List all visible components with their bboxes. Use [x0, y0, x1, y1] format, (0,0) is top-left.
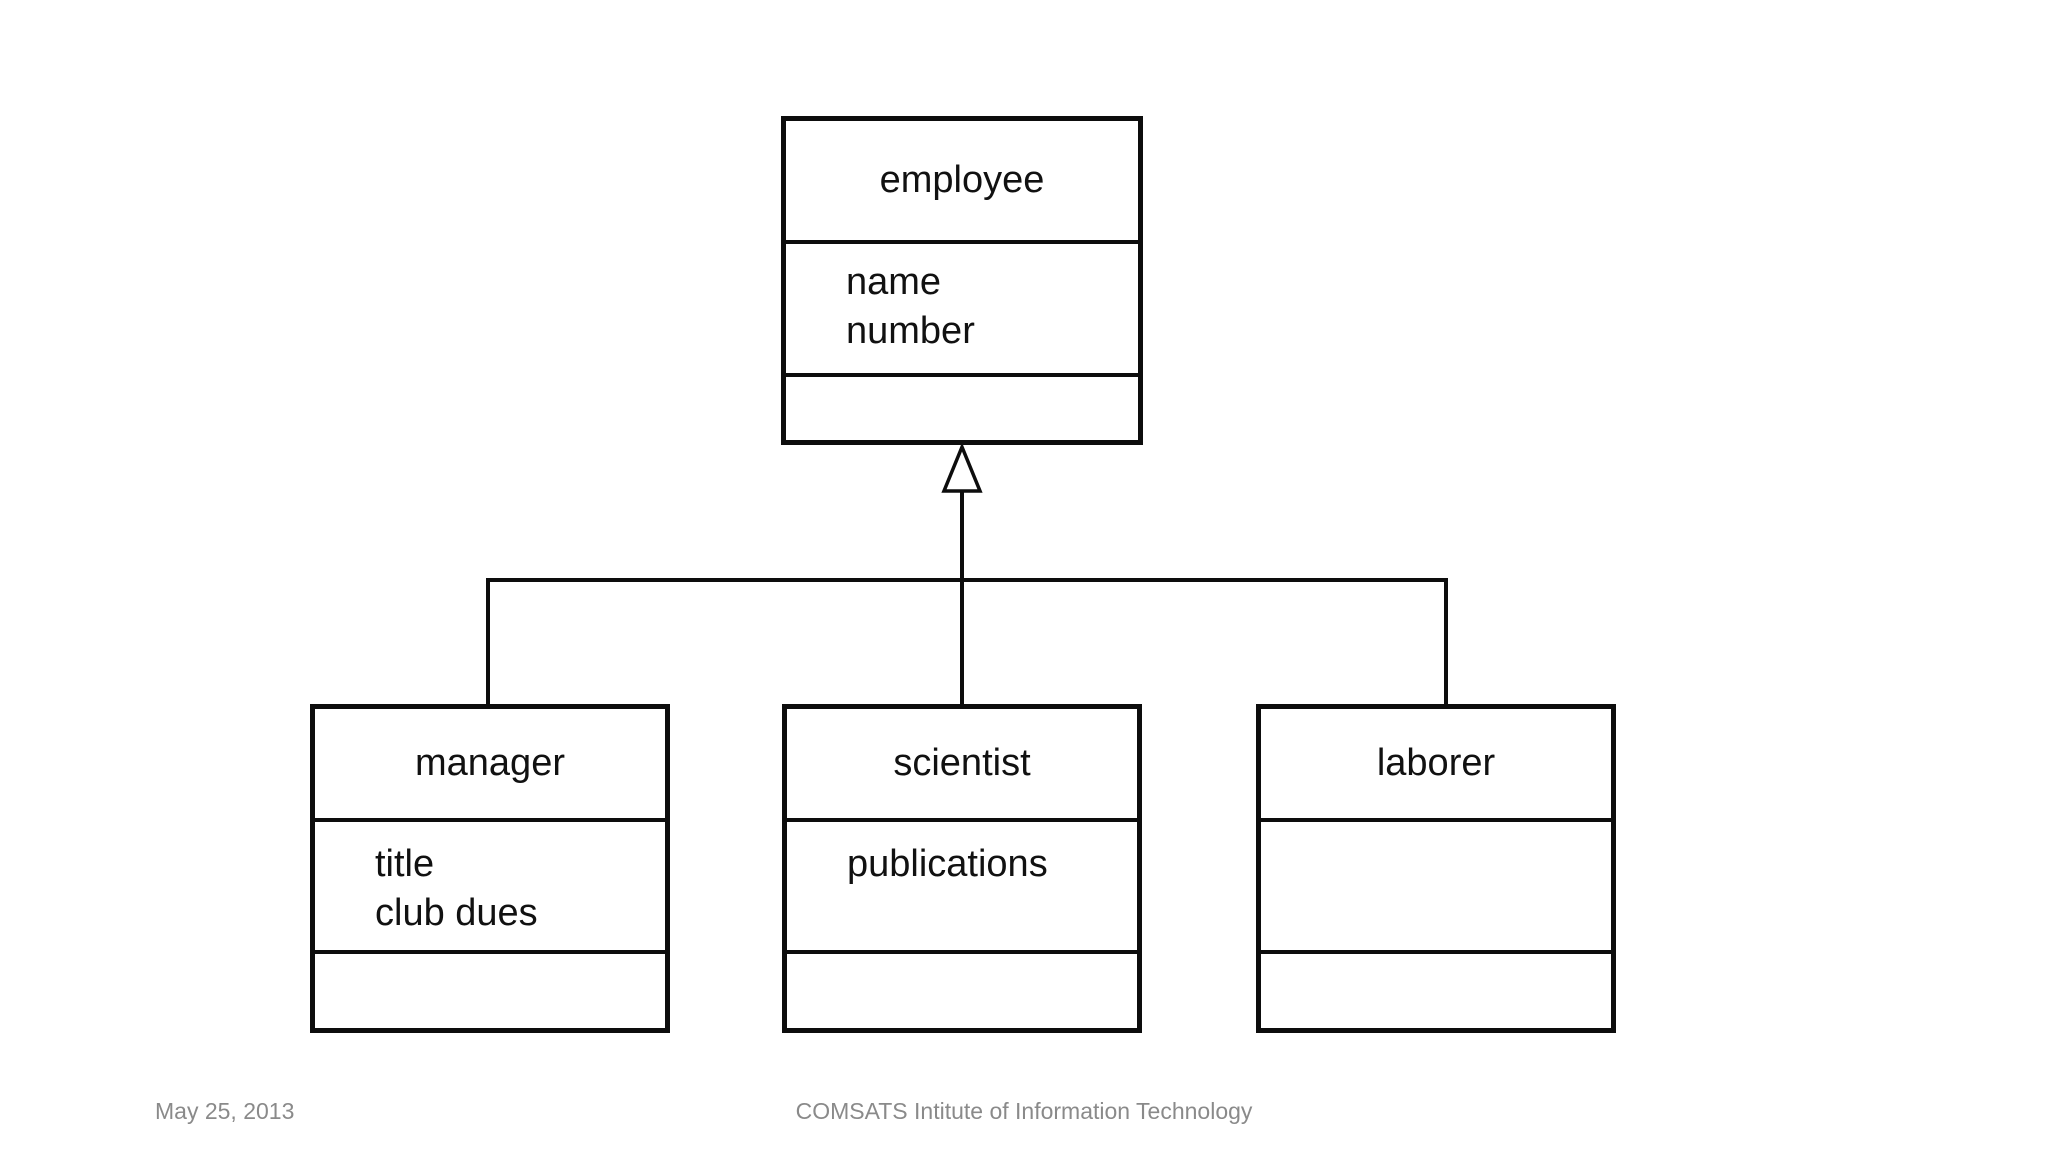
class-box-laborer: laborer: [1256, 704, 1616, 1033]
attributes-compartment-laborer: [1261, 818, 1611, 950]
class-name-laborer: laborer: [1261, 709, 1611, 818]
attributes-compartment-scientist: publications: [787, 818, 1137, 950]
class-name-scientist: scientist: [787, 709, 1137, 818]
operations-compartment-laborer: [1261, 950, 1611, 1028]
class-name-label: scientist: [893, 742, 1031, 784]
attributes-compartment-employee: name number: [786, 240, 1138, 373]
class-name-label: manager: [415, 742, 565, 784]
generalization-triangle-icon: [941, 442, 983, 493]
operations-compartment-manager: [315, 950, 665, 1028]
attribute-line: number: [846, 310, 975, 352]
attributes-compartment-manager: title club dues: [315, 818, 665, 950]
class-name-manager: manager: [315, 709, 665, 818]
operations-compartment-scientist: [787, 950, 1137, 1028]
attribute-line: name: [846, 261, 942, 303]
attribute-line: publications: [847, 843, 1048, 885]
operations-compartment-employee: [786, 373, 1138, 440]
class-name-label: laborer: [1376, 742, 1496, 784]
attribute-line: club dues: [375, 892, 538, 934]
class-box-scientist: scientist publications: [782, 704, 1142, 1033]
class-name-label: employee: [879, 159, 1045, 201]
class-box-employee: employee name number: [781, 116, 1143, 445]
class-name-employee: employee: [786, 121, 1138, 240]
attribute-line: title: [375, 843, 435, 885]
class-box-manager: manager title club dues: [310, 704, 670, 1033]
footer-date: May 25, 2013: [155, 1098, 295, 1124]
footer-institution: COMSATS Intitute of Information Technolo…: [795, 1098, 1253, 1124]
